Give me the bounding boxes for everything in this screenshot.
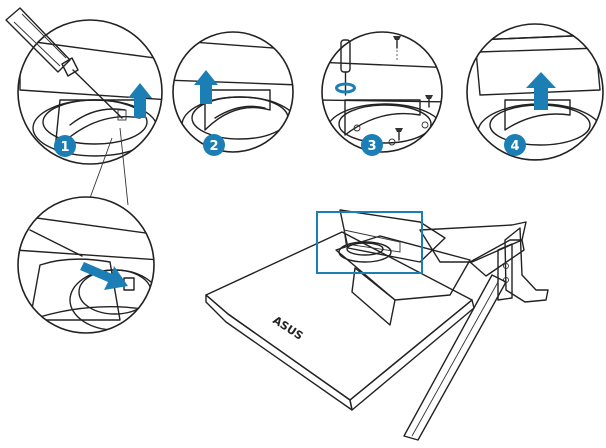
up-arrow-icon bbox=[526, 72, 556, 110]
logo: ASUS bbox=[270, 314, 305, 343]
step-number: 4 bbox=[510, 139, 519, 154]
step-number: 1 bbox=[60, 140, 69, 155]
up-arrow-icon bbox=[128, 83, 152, 118]
detail-zoom-panel bbox=[17, 127, 155, 334]
step-badge-4: 4 bbox=[504, 134, 526, 156]
screwdriver-icon bbox=[5, 7, 123, 119]
step-badge-2: 2 bbox=[203, 134, 225, 156]
screw-icon bbox=[393, 36, 401, 62]
logo-text: ASUS bbox=[270, 314, 305, 343]
screw-icon bbox=[425, 95, 433, 108]
highlight-box bbox=[316, 211, 423, 274]
step-number: 3 bbox=[367, 139, 376, 154]
step-badge-1: 1 bbox=[54, 135, 76, 157]
step-1-panel: 1 bbox=[5, 7, 163, 165]
monitor-stand: ASUS bbox=[205, 209, 549, 441]
step-3-panel: 3 bbox=[321, 31, 443, 156]
up-arrow-icon bbox=[194, 70, 218, 104]
push-arrow-icon bbox=[80, 262, 128, 290]
step-badge-3: 3 bbox=[361, 134, 383, 156]
rotate-icon bbox=[335, 82, 356, 94]
step-number: 2 bbox=[209, 139, 218, 154]
step-4-panel: 4 bbox=[466, 23, 604, 161]
screw-icon bbox=[395, 128, 403, 141]
step-2-panel: 2 bbox=[172, 31, 294, 156]
